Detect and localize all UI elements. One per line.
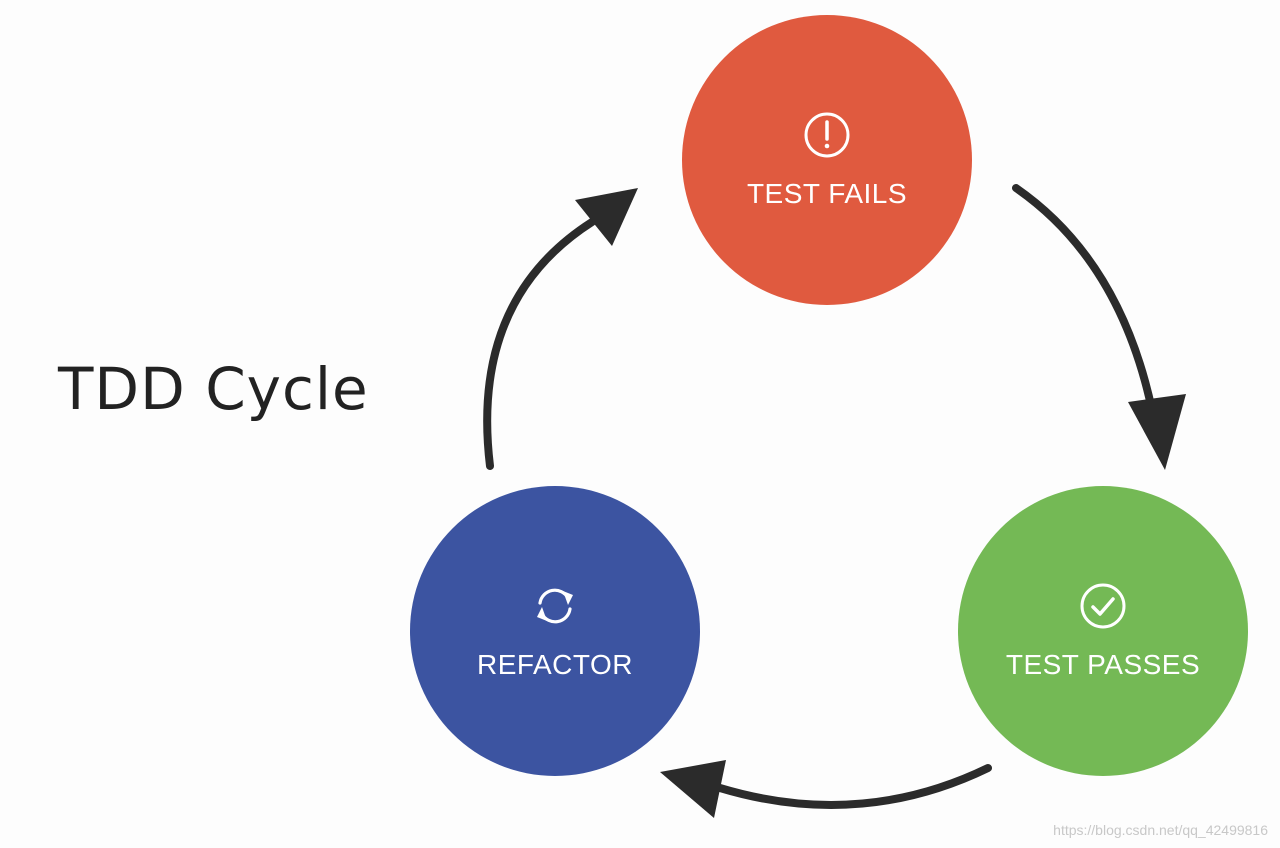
arrow-refactor-to-fails [483,218,596,470]
diagram-title: TDD Cycle [58,355,369,423]
arrow-passes-to-refactor [716,764,992,809]
watermark-url: https://blog.csdn.net/qq_42499816 [1053,822,1268,838]
alert-circle-icon [804,112,850,158]
node-label-test-fails: TEST FAILS [746,178,908,209]
arrowhead-passes-to-refactor [660,760,726,818]
node-refactor: REFACTOR [410,486,700,776]
node-label-test-passes: TEST PASSES [1005,649,1201,680]
check-circle-icon [1080,583,1126,629]
arrowhead-refactor-to-fails [575,188,638,246]
node-test-fails: TEST FAILS [682,15,972,305]
arrow-fails-to-passes [1012,184,1156,414]
node-label-refactor: REFACTOR [477,649,633,680]
node-test-passes: TEST PASSES [958,486,1248,776]
arrowhead-fails-to-passes [1128,394,1186,470]
refresh-cycle-icon [537,588,573,624]
